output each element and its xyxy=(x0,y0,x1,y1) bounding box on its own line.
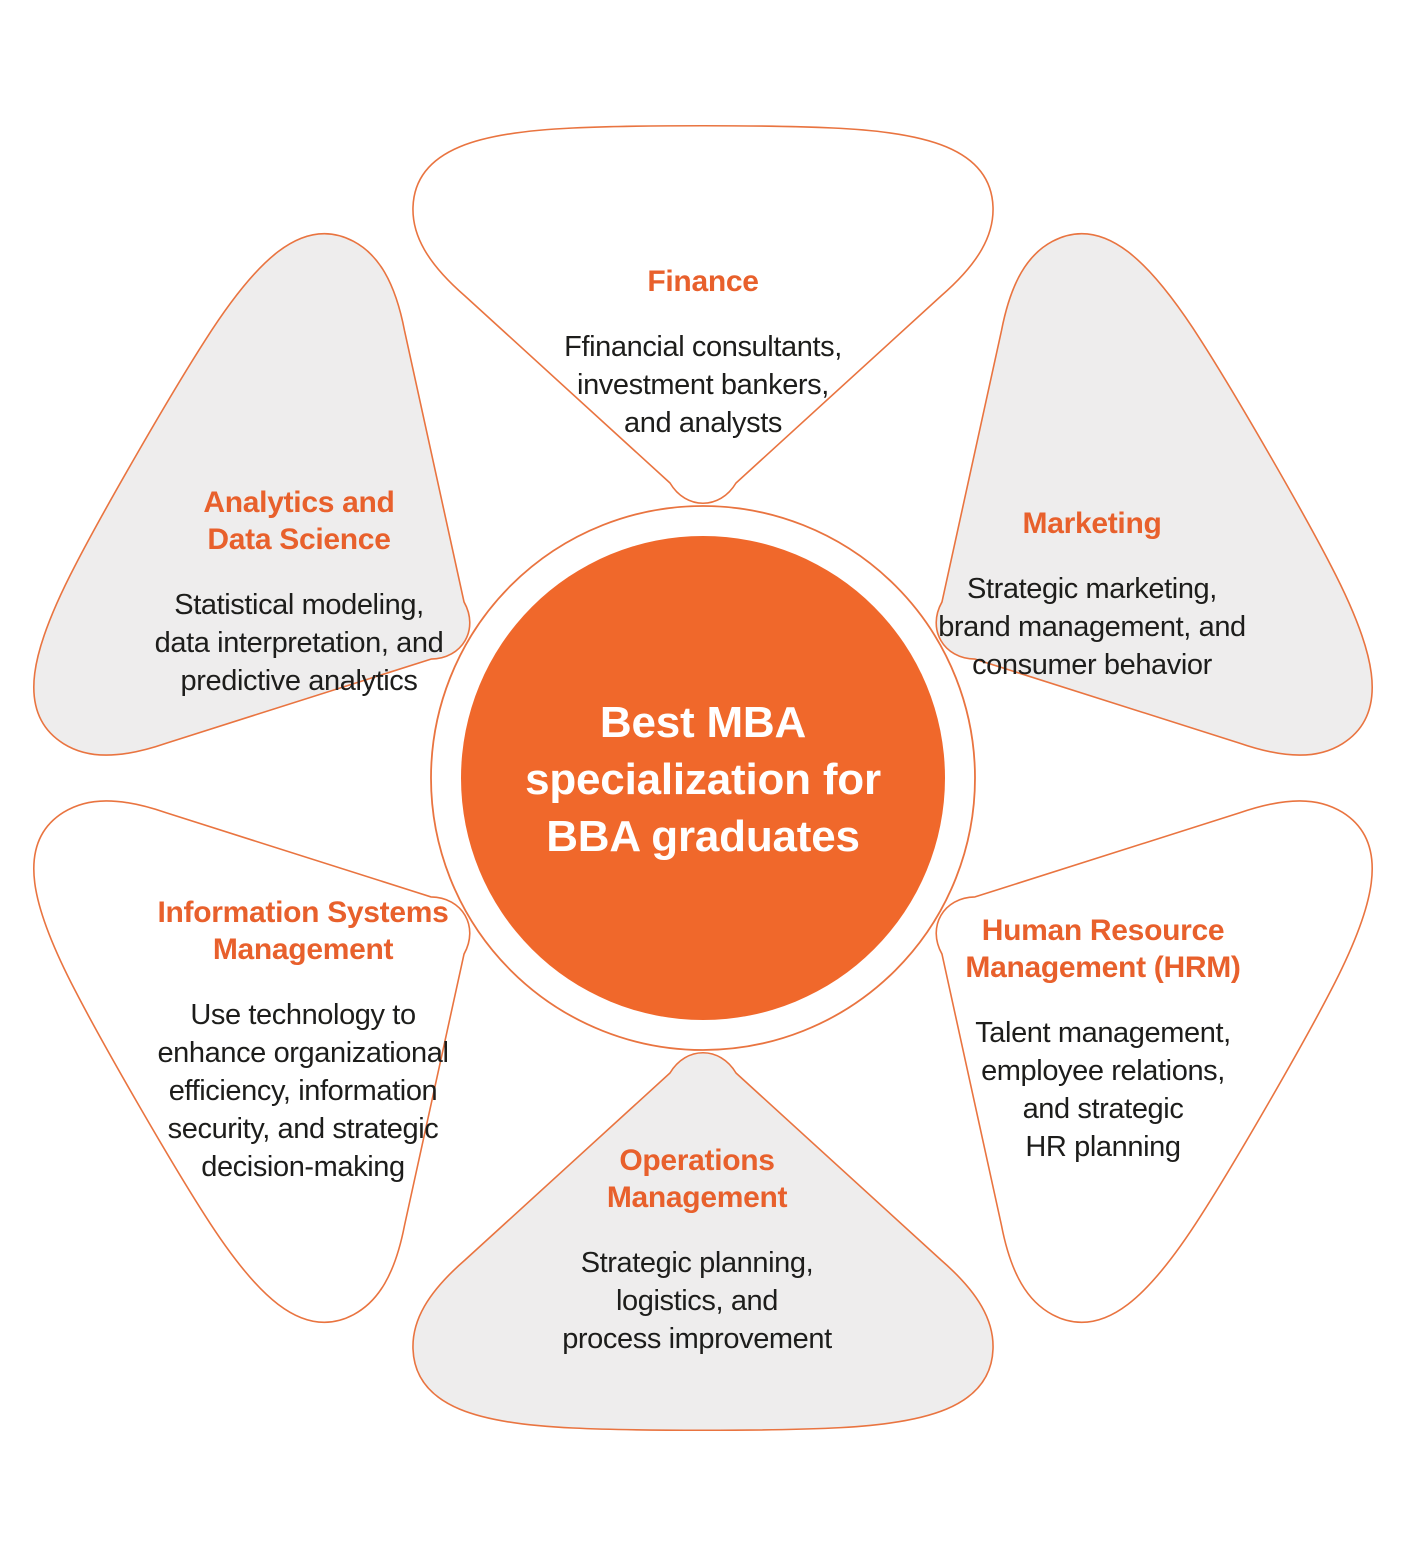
petal-body: Statistical modeling, data interpretatio… xyxy=(154,589,444,697)
petal-marketing-text: Marketing Strategic marketing, brand man… xyxy=(862,487,1322,702)
petal-title: Information Systems Management xyxy=(157,896,449,966)
petal-body: Strategic marketing, brand management, a… xyxy=(938,573,1246,681)
petal-title: Human Resource Management (HRM) xyxy=(965,914,1241,984)
center-disc xyxy=(461,536,945,1020)
petal-body: Ffinancial consultants, investment banke… xyxy=(564,331,842,439)
petal-analytics-text: Analytics and Data Science Statistical m… xyxy=(69,466,529,718)
petal-title: Analytics and Data Science xyxy=(203,486,395,556)
petal-title: Marketing xyxy=(1022,507,1162,540)
petal-body: Strategic planning, logistics, and proce… xyxy=(562,1247,832,1355)
petal-body: Talent management, employee relations, a… xyxy=(975,1017,1231,1163)
petal-operations-text: Operations Management Strategic planning… xyxy=(467,1124,927,1376)
petal-title: Finance xyxy=(647,265,759,298)
petal-title: Operations Management xyxy=(606,1144,788,1214)
petal-finance-text: Finance Ffinancial consultants, investme… xyxy=(473,245,933,460)
petal-ism-text: Information Systems Management Use techn… xyxy=(73,876,533,1204)
center-ring-outline xyxy=(430,505,976,1051)
petal-hrm-text: Human Resource Management (HRM) Talent m… xyxy=(873,894,1333,1184)
petal-body: Use technology to enhance organizational… xyxy=(157,999,449,1183)
center-title: Best MBA specialization for BBA graduate… xyxy=(525,698,881,861)
